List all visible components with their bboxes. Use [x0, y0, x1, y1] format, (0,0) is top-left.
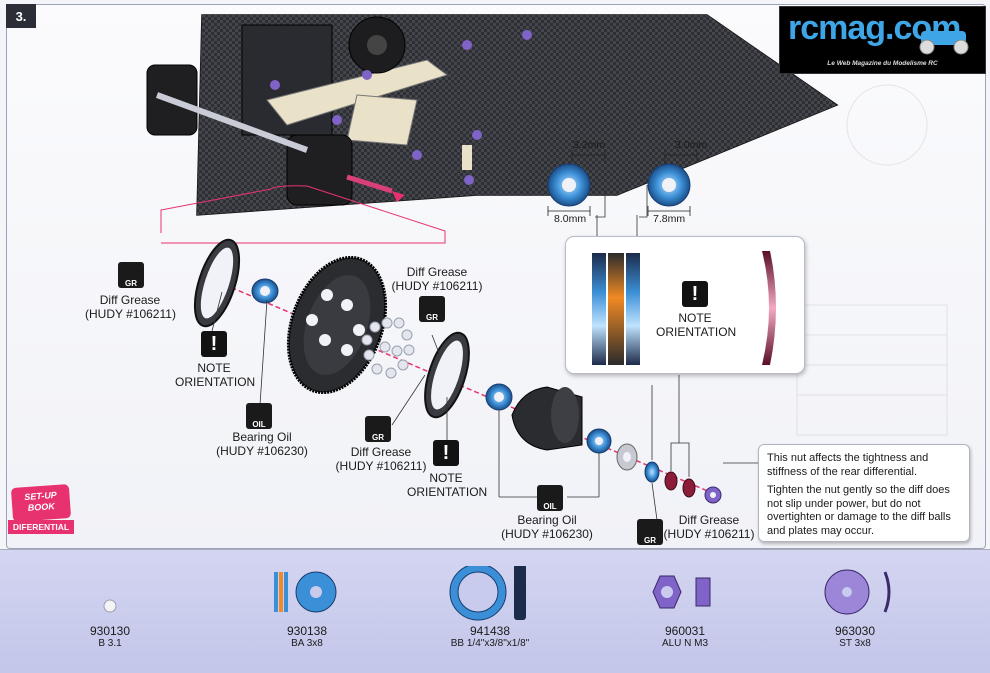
washer2-diameter: 7.8mm [653, 213, 686, 225]
washer1-thickness: 3.2mm [573, 139, 606, 151]
assembly-drawing [146, 14, 948, 521]
note-icon: ! [433, 440, 459, 466]
bearing-oil-label-right: Bearing Oil(HUDY #106230) [501, 513, 593, 541]
washer1-diameter: 8.0mm [554, 213, 587, 225]
callout-text-2: Tighten the nut gently so the diff does … [767, 484, 951, 537]
rcmag-logo: rcmag.com Le Web Magazine du Modelisme R… [779, 6, 986, 74]
grease-icon: GR [637, 519, 663, 545]
diff-grease-label-right: Diff Grease(HUDY #106211) [663, 513, 755, 541]
rc-car-icon [919, 31, 969, 55]
oil-icon: OIL [246, 403, 272, 429]
washer2-thickness: 3.0mm [675, 139, 708, 151]
oil-icon: OIL [537, 485, 563, 511]
washer-detail-drawing [592, 251, 776, 365]
diff-grease-label-left: Diff Grease(HUDY #106211) [85, 293, 176, 321]
grease-icon: GR [118, 262, 144, 288]
diff-grease-label-mid: Diff Grease(HUDY #106211) [335, 445, 427, 473]
nut-tightness-callout: This nut affects the tightness and stiff… [758, 444, 970, 542]
step-number: 3. [6, 4, 36, 28]
setup-book-badge: SET-UP BOOK DIFERENTIAL [8, 484, 74, 542]
grease-icon: GR [419, 296, 445, 322]
diff-grease-label-top: Diff Grease(HUDY #106211) [391, 265, 483, 293]
bearing-oil-label-left: Bearing Oil(HUDY #106230) [216, 430, 308, 458]
note-icon: ! [201, 331, 227, 357]
grease-icon: GR [365, 416, 391, 442]
note-icon: ! [682, 281, 708, 307]
callout-text-1: This nut affects the tightness and stiff… [767, 452, 929, 478]
